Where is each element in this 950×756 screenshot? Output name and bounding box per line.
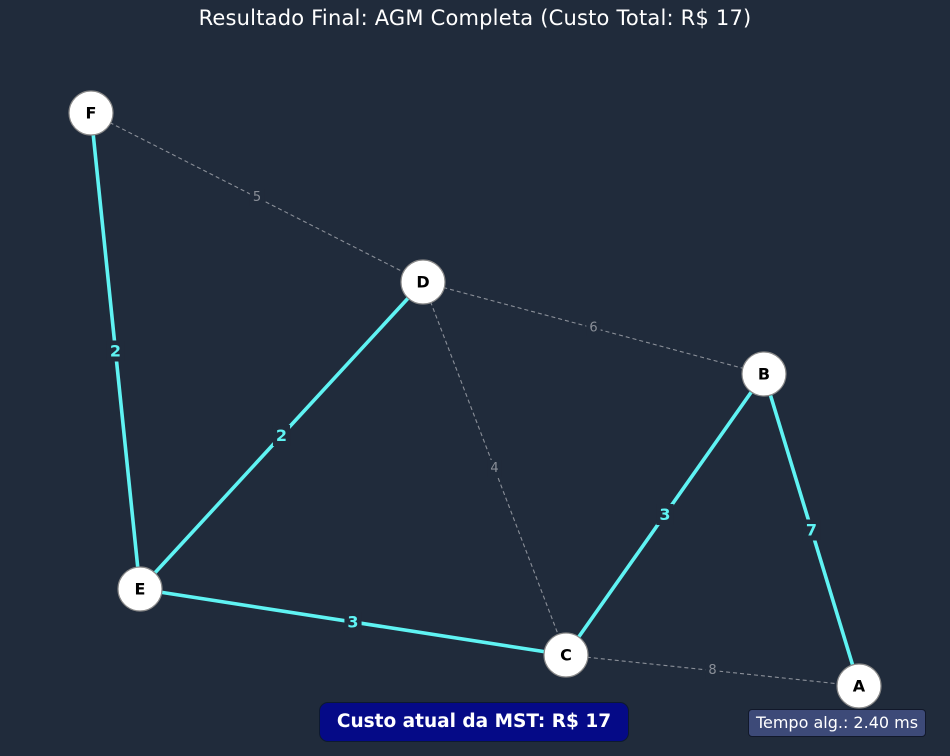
node-a-circle bbox=[836, 663, 882, 709]
edge-labels-layer: 5 6 4 8 2 2 3 3 7 bbox=[106, 189, 821, 679]
edge-e-d-weight-label: 2 bbox=[276, 426, 287, 445]
edge-f-d-weight-label: 5 bbox=[253, 190, 261, 205]
node-e-label: E bbox=[135, 580, 146, 599]
edge-f-e-weight-bg bbox=[106, 340, 125, 362]
edge-c-a-weight-label: 8 bbox=[708, 663, 716, 678]
node-f-circle bbox=[68, 90, 114, 136]
edge-c-a-weight-bg bbox=[705, 662, 720, 679]
edge-c-b-weight-bg bbox=[656, 504, 674, 525]
node-d: D bbox=[400, 259, 446, 305]
diagram-title: Resultado Final: AGM Completa (Custo Tot… bbox=[198, 6, 752, 30]
node-e-circle bbox=[117, 566, 163, 612]
edge-b-a-weight-label: 7 bbox=[806, 521, 817, 540]
node-a: A bbox=[836, 663, 882, 709]
edge-f-d bbox=[90, 112, 424, 283]
edge-c-b-weight-label: 3 bbox=[659, 505, 670, 524]
node-c: C bbox=[543, 632, 589, 678]
node-c-label: C bbox=[560, 646, 572, 665]
nodes-layer: A B C D E F bbox=[68, 90, 882, 709]
node-c-circle bbox=[543, 632, 589, 678]
edge-d-c-weight-label: 4 bbox=[490, 461, 498, 476]
edge-f-e-weight-label: 2 bbox=[110, 342, 121, 361]
algorithm-time-box: Tempo alg.: 2.40 ms bbox=[748, 709, 926, 737]
edge-e-d-weight-bg bbox=[272, 425, 291, 446]
edge-f-d-weight-bg bbox=[249, 189, 265, 206]
edge-e-c-weight-label: 3 bbox=[347, 613, 358, 632]
edge-d-b-weight-label: 6 bbox=[589, 321, 597, 336]
node-b-circle bbox=[741, 351, 787, 397]
node-d-label: D bbox=[416, 273, 429, 292]
node-f-label: F bbox=[86, 104, 97, 123]
edges-layer bbox=[89, 112, 861, 687]
node-b-label: B bbox=[758, 365, 770, 384]
edge-d-b-weight-bg bbox=[586, 319, 601, 337]
node-f: F bbox=[68, 90, 114, 136]
edge-d-c-weight-bg bbox=[487, 460, 502, 477]
node-a-label: A bbox=[853, 677, 866, 696]
node-d-circle bbox=[400, 259, 446, 305]
node-e: E bbox=[117, 566, 163, 612]
node-b: B bbox=[741, 351, 787, 397]
edge-b-a-weight-bg bbox=[802, 519, 821, 541]
mst-cost-box: Custo atual da MST: R$ 17 bbox=[319, 702, 629, 742]
edge-e-c-weight-bg bbox=[344, 611, 362, 633]
